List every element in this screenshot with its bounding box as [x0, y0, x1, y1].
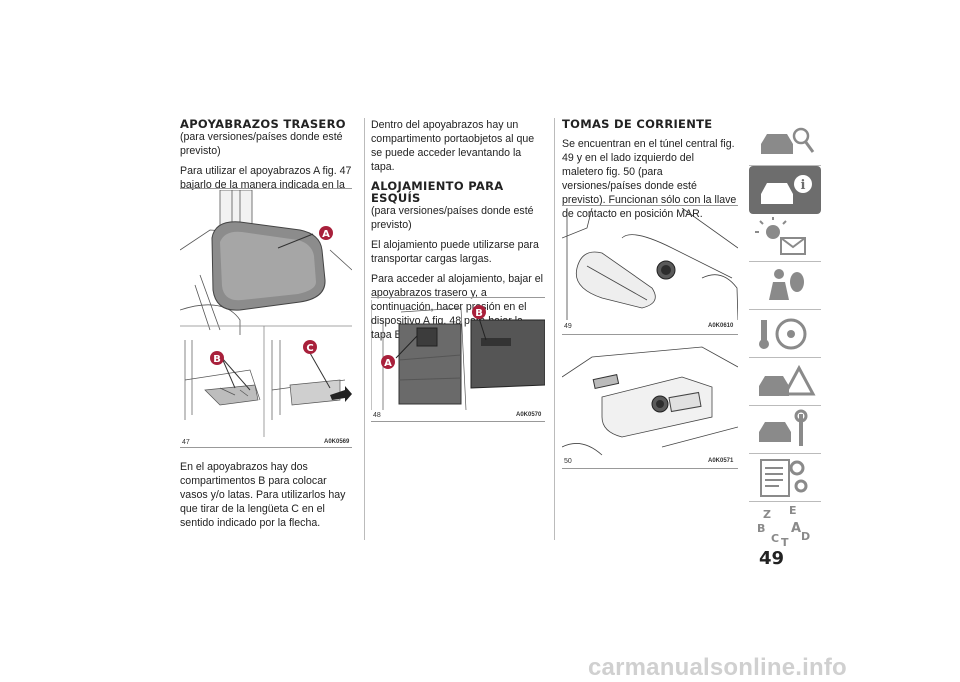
figure-49-power-socket-tunnel: [562, 208, 738, 320]
column-2: Dentro del apoyabrazos hay un compartime…: [371, 118, 543, 348]
column-1: APOYABRAZOS TRASERO (para versiones/país…: [180, 118, 352, 212]
index-letter: E: [789, 504, 797, 517]
alphabet-index-icon[interactable]: Z E B A C T D: [749, 502, 821, 550]
figure-48-ski-compartment: A B: [371, 300, 545, 410]
figure-number: 48: [373, 412, 381, 419]
callout-c: [303, 340, 317, 354]
svg-text:i: i: [801, 178, 806, 193]
paragraph: Dentro del apoyabrazos hay un compartime…: [371, 119, 535, 173]
figure-rule: [562, 334, 738, 335]
callout-b-label: B: [213, 354, 221, 365]
arrow-icon: [330, 386, 352, 402]
figure-number: 47: [182, 439, 190, 446]
figure-code: A0K0571: [708, 458, 734, 464]
paragraph: El alojamiento puede utilizarse para tra…: [371, 239, 539, 265]
index-letter: D: [801, 530, 810, 543]
figure-number: 50: [564, 458, 572, 465]
figure-top-rule: [562, 205, 738, 206]
figure-number: 49: [564, 323, 572, 330]
column-divider: [364, 118, 365, 540]
figure-47-armrest: A B C: [180, 190, 352, 437]
light-message-icon[interactable]: [749, 214, 821, 262]
callout-b-label: B: [475, 308, 483, 319]
car-info-icon[interactable]: i: [749, 166, 821, 214]
callout-c-label: C: [306, 343, 313, 354]
figure-code: A0K0569: [324, 439, 350, 445]
figure-code: A0K0570: [516, 412, 542, 418]
index-letter: C: [771, 532, 779, 545]
figure-bottom-rule: [180, 447, 352, 448]
section-heading: ALOJAMIENTO PARA ESQUÍS: [371, 179, 504, 205]
callout-b: [210, 351, 224, 365]
section-subtitle: (para versiones/países donde esté previs…: [371, 205, 534, 231]
callout-a: [319, 226, 333, 240]
list-gear-icon[interactable]: [749, 454, 821, 502]
section-heading: TOMAS DE CORRIENTE: [562, 117, 713, 131]
car-wrench-icon[interactable]: [749, 406, 821, 454]
column-divider: [554, 118, 555, 540]
car-search-icon[interactable]: [749, 118, 821, 166]
column-3: TOMAS DE CORRIENTE Se encuentran en el t…: [562, 118, 738, 227]
index-letter: B: [757, 522, 765, 535]
page-number: 49: [759, 548, 785, 569]
index-letter: A: [791, 521, 801, 536]
callout-b: [472, 305, 486, 319]
section-heading: APOYABRAZOS TRASERO: [180, 117, 346, 131]
figure-50-power-socket-trunk: [562, 346, 738, 456]
airbag-person-icon[interactable]: [749, 262, 821, 310]
callout-a-label: A: [384, 358, 392, 369]
paragraph: Se encuentran en el túnel central fig. 4…: [562, 138, 737, 220]
figure-bottom-rule: [371, 421, 545, 422]
figure-bottom-rule: [562, 468, 738, 469]
paragraph: En el apoyabrazos hay dos compartimentos…: [180, 461, 346, 529]
key-steering-icon[interactable]: [749, 310, 821, 358]
figure-top-rule: [180, 188, 352, 189]
watermark: carmanualsonline.info: [588, 654, 847, 681]
column-1-bottom: En el apoyabrazos hay dos compartimentos…: [180, 460, 356, 536]
section-subtitle: (para versiones/países donde esté previs…: [180, 131, 343, 157]
index-letter: T: [781, 536, 789, 549]
car-warning-icon[interactable]: [749, 358, 821, 406]
callout-a: [381, 355, 395, 369]
callout-a-label: A: [322, 229, 330, 240]
figure-code: A0K0610: [708, 323, 734, 329]
index-letter: Z: [763, 508, 771, 521]
figure-top-rule: [371, 297, 545, 298]
